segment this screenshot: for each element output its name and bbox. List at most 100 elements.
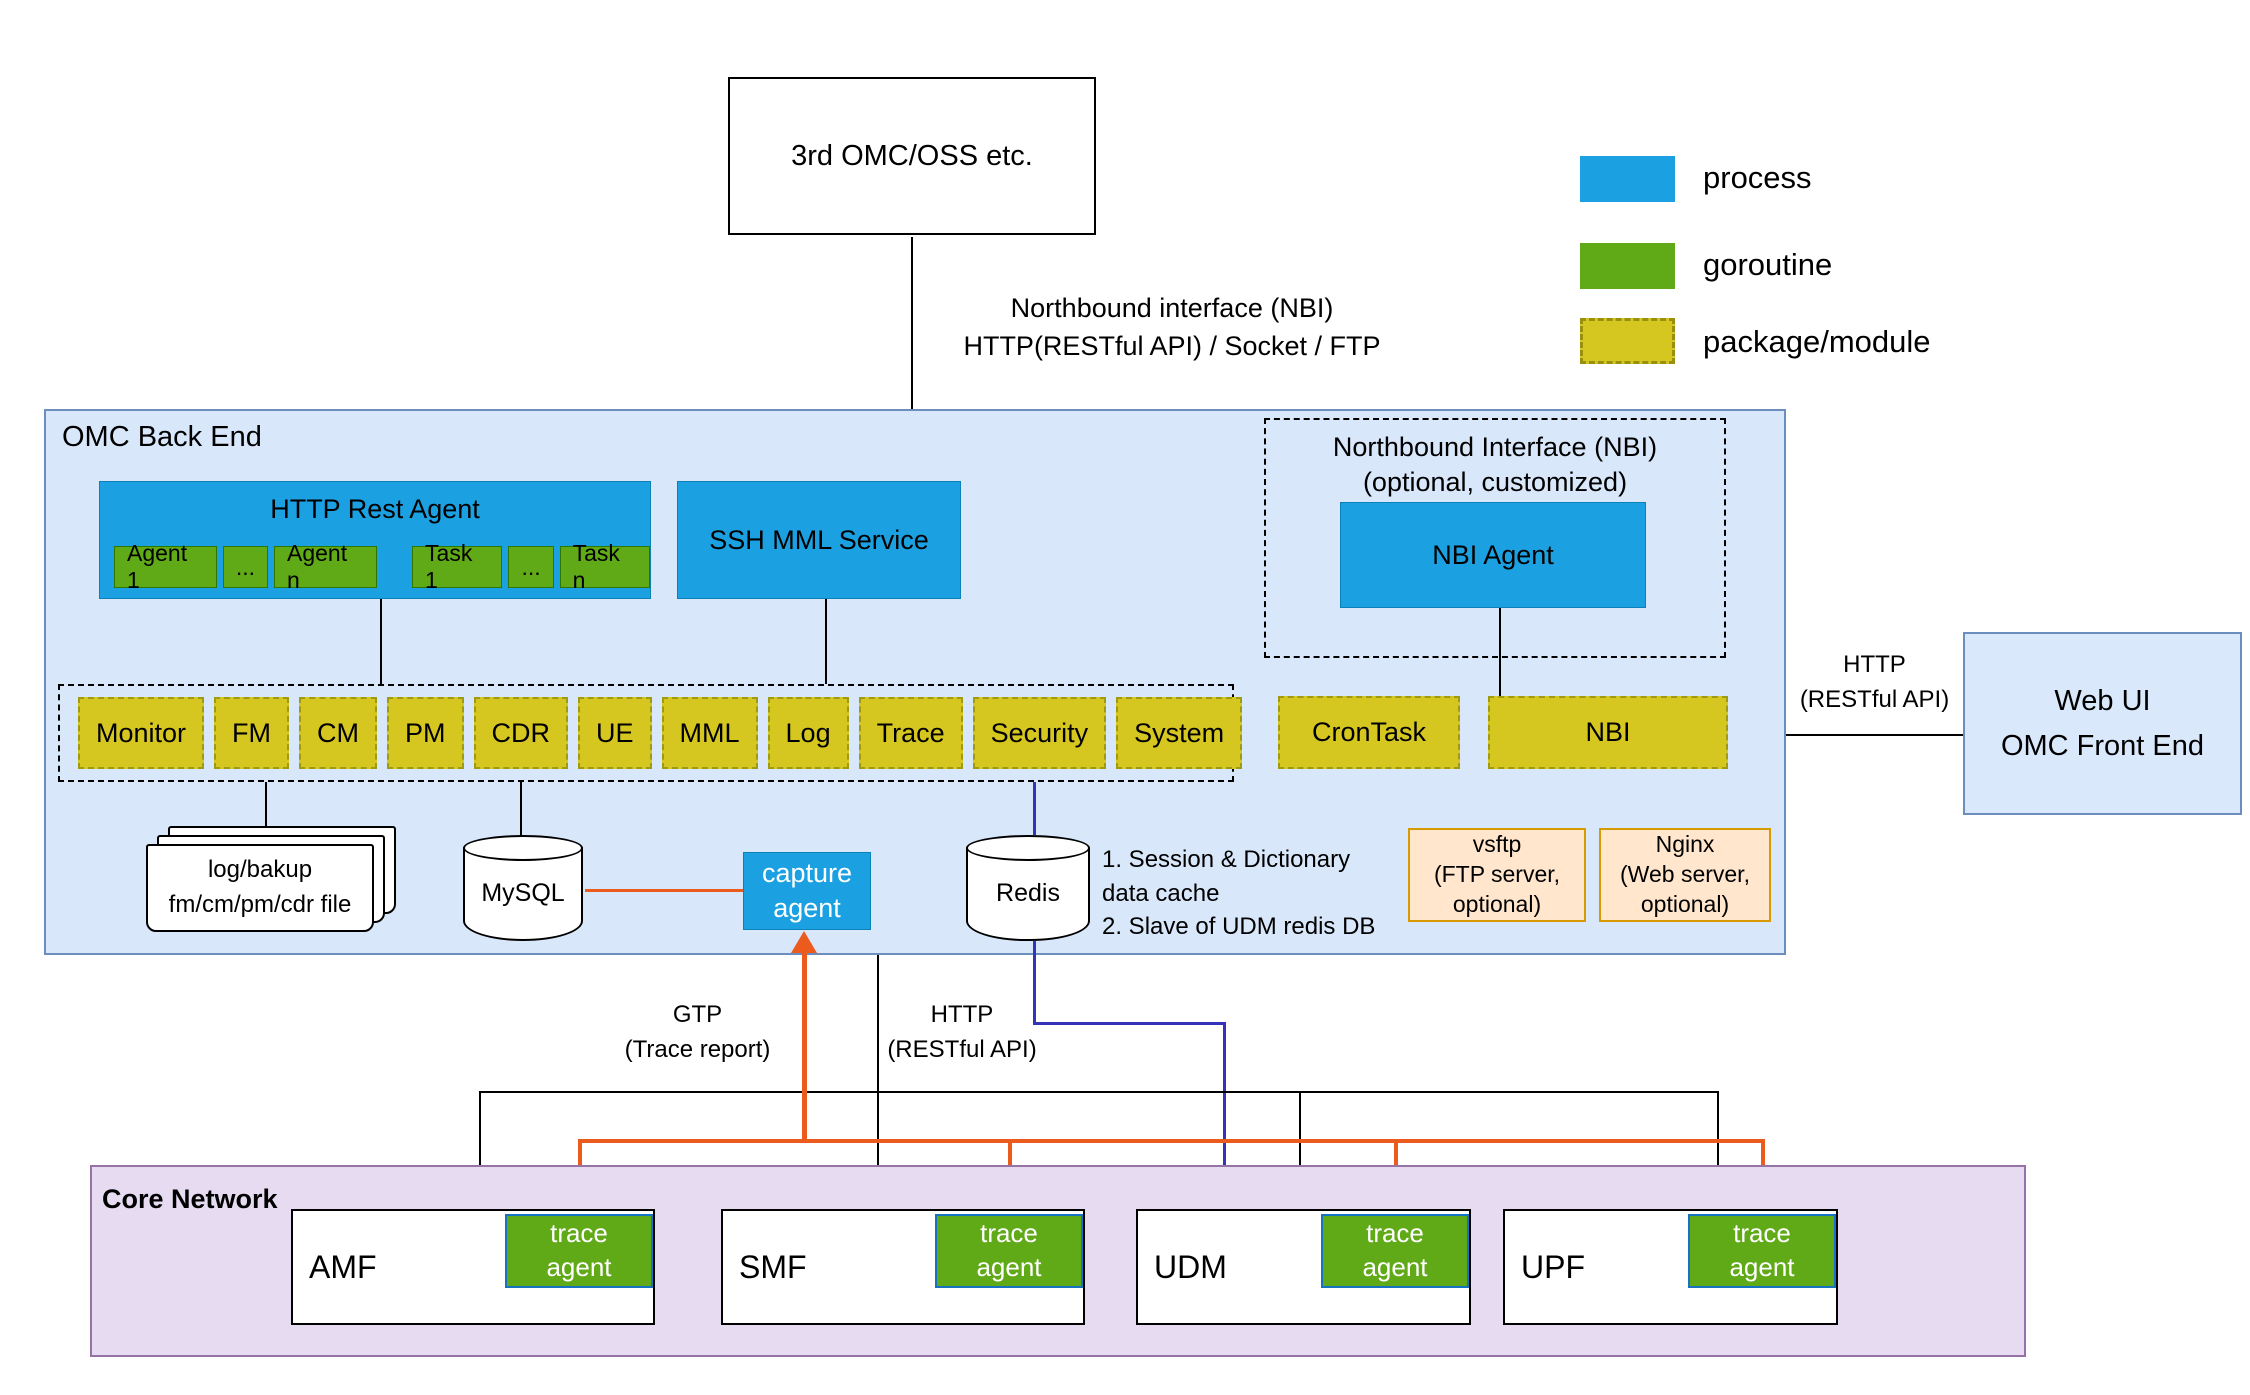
- connector-backend-webui: [1786, 734, 1963, 736]
- module-fm: FM: [214, 697, 290, 769]
- omc-backend-title: OMC Back End: [62, 421, 262, 453]
- cylinder-body: [966, 848, 1090, 941]
- legend-goroutine-label: goroutine: [1703, 247, 1833, 282]
- core-network-title: Core Network: [102, 1184, 278, 1214]
- gtp-label-line1: GTP: [672, 1001, 723, 1028]
- trace-agent-amf: trace agent: [505, 1214, 653, 1288]
- connector-ssh-modules: [825, 599, 827, 684]
- external-system-box: 3rd OMC/OSS etc.: [728, 77, 1096, 235]
- cylinder-top: [463, 835, 583, 861]
- vsftp-box: vsftp (FTP server, optional): [1408, 828, 1586, 922]
- connector-modules-mysql: [520, 782, 522, 835]
- nbi-optional-title: Northbound Interface (NBI) (optional, cu…: [1266, 430, 1724, 500]
- files-label-line1: log/bakup: [207, 856, 313, 884]
- module-security: Security: [972, 697, 1107, 769]
- cylinder-body: [463, 848, 583, 941]
- connector-gtp-capture: [802, 950, 807, 1141]
- connector-redis-udm-seg1: [1033, 941, 1036, 1024]
- legend-process-label: process: [1703, 160, 1812, 195]
- module-pm: PM: [387, 697, 464, 769]
- module-monitor: Monitor: [78, 697, 205, 769]
- redis-database-cylinder: Redis: [966, 835, 1090, 941]
- ssh-mml-service-box: SSH MML Service: [677, 481, 961, 599]
- capture-agent-label-line1: capture: [761, 857, 853, 888]
- file-page-front: log/bakup fm/cm/pm/cdr file: [146, 844, 374, 932]
- redis-note-item1: 1. Session & Dictionary data cache: [1102, 846, 1351, 907]
- webui-label-line2: OMC Front End: [2000, 729, 2205, 762]
- trace-agent-smf-line2: agent: [976, 1252, 1042, 1282]
- nbi-agent-box: NBI Agent: [1340, 502, 1646, 608]
- http-label-line2: (RESTful API): [887, 1035, 1037, 1063]
- goroutine-task-1: Task 1: [412, 540, 503, 593]
- nbi-interface-label-line2: HTTP(RESTful API) / Socket / FTP: [963, 330, 1381, 361]
- connector-redis-udm-seg2: [1033, 1022, 1226, 1025]
- module-row-container: Monitor FM CM PM CDR UE MML Log Trace Se…: [58, 684, 1243, 782]
- connector-redis-udm-seg3: [1223, 1022, 1226, 1212]
- trace-agent-udm-line2: agent: [1362, 1252, 1428, 1282]
- goroutine-agent-n: Agent n: [273, 540, 377, 593]
- connector-security-redis: [1033, 782, 1036, 835]
- legend-package-label: package/module: [1703, 324, 1931, 359]
- webui-link-label: HTTP (RESTful API): [1786, 648, 1963, 718]
- nginx-box: Nginx (Web server, optional): [1599, 828, 1771, 922]
- module-nbi: NBI: [1488, 696, 1728, 769]
- capture-agent-label-line2: agent: [773, 893, 841, 923]
- goroutine-task-n: Task n: [559, 540, 650, 593]
- trace-agent-upf-line1: trace: [1733, 1218, 1791, 1249]
- vsftp-label-line1: vsftp: [1472, 831, 1522, 858]
- trace-agent-amf-line2: agent: [546, 1252, 612, 1282]
- trace-agent-smf: trace agent: [935, 1214, 1083, 1288]
- nf-upf-label: UPF: [1521, 1248, 1585, 1285]
- nf-amf-label: AMF: [309, 1248, 377, 1285]
- nginx-label-line3: optional): [1640, 890, 1730, 917]
- connector-gtp-bus: [578, 1139, 1765, 1143]
- cylinder-top: [966, 835, 1090, 861]
- nbi-interface-label: Northbound interface (NBI) HTTP(RESTful …: [852, 290, 1492, 366]
- webui-box: Web UI OMC Front End: [1963, 632, 2242, 815]
- webui-link-label-line1: HTTP: [1843, 651, 1906, 678]
- webui-label-line1: Web UI: [2054, 684, 2151, 717]
- trace-agent-udm: trace agent: [1321, 1214, 1469, 1288]
- external-system-label: 3rd OMC/OSS etc.: [791, 139, 1033, 172]
- capture-agent-box: capture agent: [743, 852, 871, 930]
- nginx-label-line2: (Web server,: [1620, 861, 1750, 888]
- connector-hra-modules: [380, 599, 382, 684]
- module-log: Log: [767, 697, 849, 769]
- redis-label: Redis: [996, 879, 1060, 907]
- module-cdr: CDR: [473, 697, 569, 769]
- http-label-line1: HTTP: [930, 1001, 994, 1028]
- webui-link-label-line2: (RESTful API): [1799, 685, 1950, 713]
- ssh-mml-service-label: SSH MML Service: [709, 524, 929, 555]
- trace-agent-udm-line1: trace: [1366, 1218, 1424, 1249]
- nbi-interface-label-line1: Northbound interface (NBI): [1010, 293, 1334, 323]
- mysql-label: MySQL: [481, 879, 565, 907]
- gtp-arrowhead: [791, 931, 817, 953]
- goroutine-task-ellipsis: ...: [508, 546, 554, 588]
- http-connector-label: HTTP (RESTful API): [882, 998, 1042, 1068]
- vsftp-label-line3: optional): [1452, 890, 1542, 917]
- files-label-line2: fm/cm/pm/cdr file: [168, 891, 352, 918]
- trace-agent-amf-line1: trace: [550, 1218, 608, 1249]
- http-rest-agent-goroutines: Agent 1 ... Agent n Task 1 ... Task n: [114, 540, 650, 593]
- trace-agent-smf-line1: trace: [980, 1218, 1038, 1249]
- vsftp-label-line2: (FTP server,: [1433, 861, 1561, 888]
- connector-backend-corenetwork: [877, 955, 879, 1209]
- goroutine-agent-ellipsis: ...: [222, 546, 268, 588]
- http-rest-agent-box: HTTP Rest Agent Agent 1 ... Agent n Task…: [99, 481, 651, 599]
- nbi-optional-title-line1: Northbound Interface (NBI): [1332, 432, 1658, 462]
- nf-udm-label: UDM: [1154, 1248, 1227, 1285]
- module-cm: CM: [299, 697, 378, 769]
- connector-3rdomc-backend: [911, 237, 913, 409]
- goroutine-agent-1: Agent 1: [114, 540, 217, 593]
- nbi-optional-title-line2: (optional, customized): [1362, 467, 1628, 498]
- module-trace: Trace: [858, 697, 963, 769]
- gtp-label-line2: (Trace report): [624, 1035, 771, 1063]
- module-crontask: CronTask: [1278, 696, 1460, 769]
- gtp-connector-label: GTP (Trace report): [595, 998, 800, 1068]
- module-ue: UE: [578, 697, 652, 769]
- connector-modules-files: [265, 782, 267, 826]
- legend-package-swatch: [1580, 318, 1675, 364]
- mysql-database-cylinder: MySQL: [463, 835, 583, 941]
- log-backup-files-shape: log/bakup fm/cm/pm/cdr file: [146, 826, 398, 936]
